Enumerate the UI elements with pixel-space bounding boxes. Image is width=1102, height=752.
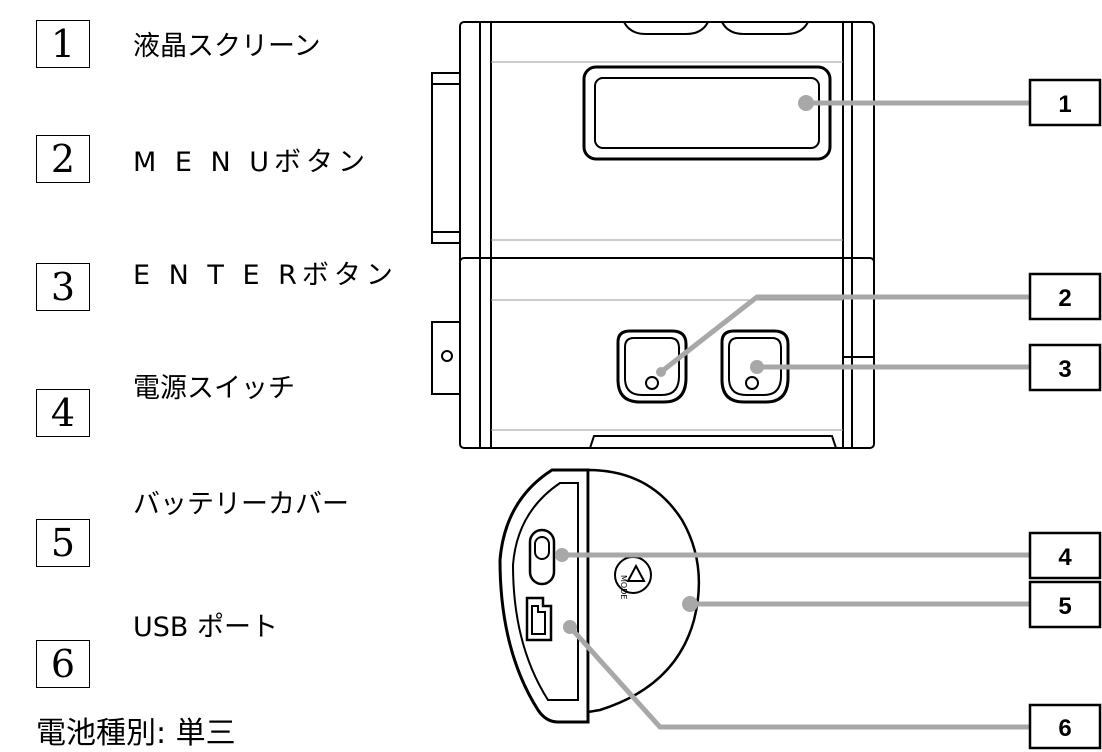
legend-number-1: 1 — [36, 20, 90, 68]
legend-label-lcd-screen: 液晶スクリーン — [133, 31, 321, 62]
callout-2: 2 — [1028, 272, 1102, 321]
legend-number-2: 2 — [36, 135, 90, 183]
legend-label-menu-button: M E N Uボタン — [133, 147, 371, 178]
legend-label-enter-button: E N T E Rボタン — [133, 260, 398, 291]
callout-5: 5 — [1028, 580, 1102, 629]
legend-label-usb-port: USB ポート — [133, 612, 279, 643]
callout-3: 3 — [1028, 343, 1102, 392]
strap-hole-icon — [441, 350, 453, 362]
callout-5-label: 5 — [1058, 593, 1071, 620]
legend-label-power-switch: 電源スイッチ — [133, 373, 295, 404]
legend-number-4: 4 — [36, 389, 90, 437]
callout-6-label: 6 — [1058, 715, 1071, 742]
power-switch-icon — [528, 528, 556, 586]
usb-port-icon — [525, 596, 553, 642]
callout-4-label: 4 — [1058, 544, 1072, 571]
legend-number-5: 5 — [36, 519, 90, 567]
device-top-view — [431, 21, 875, 281]
legend-number-6: 6 — [36, 640, 90, 688]
device-end-view: MODE — [498, 468, 701, 724]
menu-button-icon — [616, 329, 688, 404]
callout-1-label: 1 — [1058, 91, 1071, 118]
callout-6: 6 — [1028, 703, 1102, 750]
svg-text:MODE: MODE — [619, 575, 628, 599]
callout-2-label: 2 — [1058, 285, 1071, 312]
legend-number-3: 3 — [36, 263, 90, 311]
device-side-view — [431, 257, 875, 449]
callout-4: 4 — [1028, 531, 1102, 580]
callout-1: 1 — [1028, 78, 1102, 127]
battery-type-note: 電池種別: 単三 — [36, 716, 236, 751]
callout-3-label: 3 — [1058, 356, 1071, 383]
legend-label-battery-cover: バッテリーカバー — [133, 489, 349, 520]
